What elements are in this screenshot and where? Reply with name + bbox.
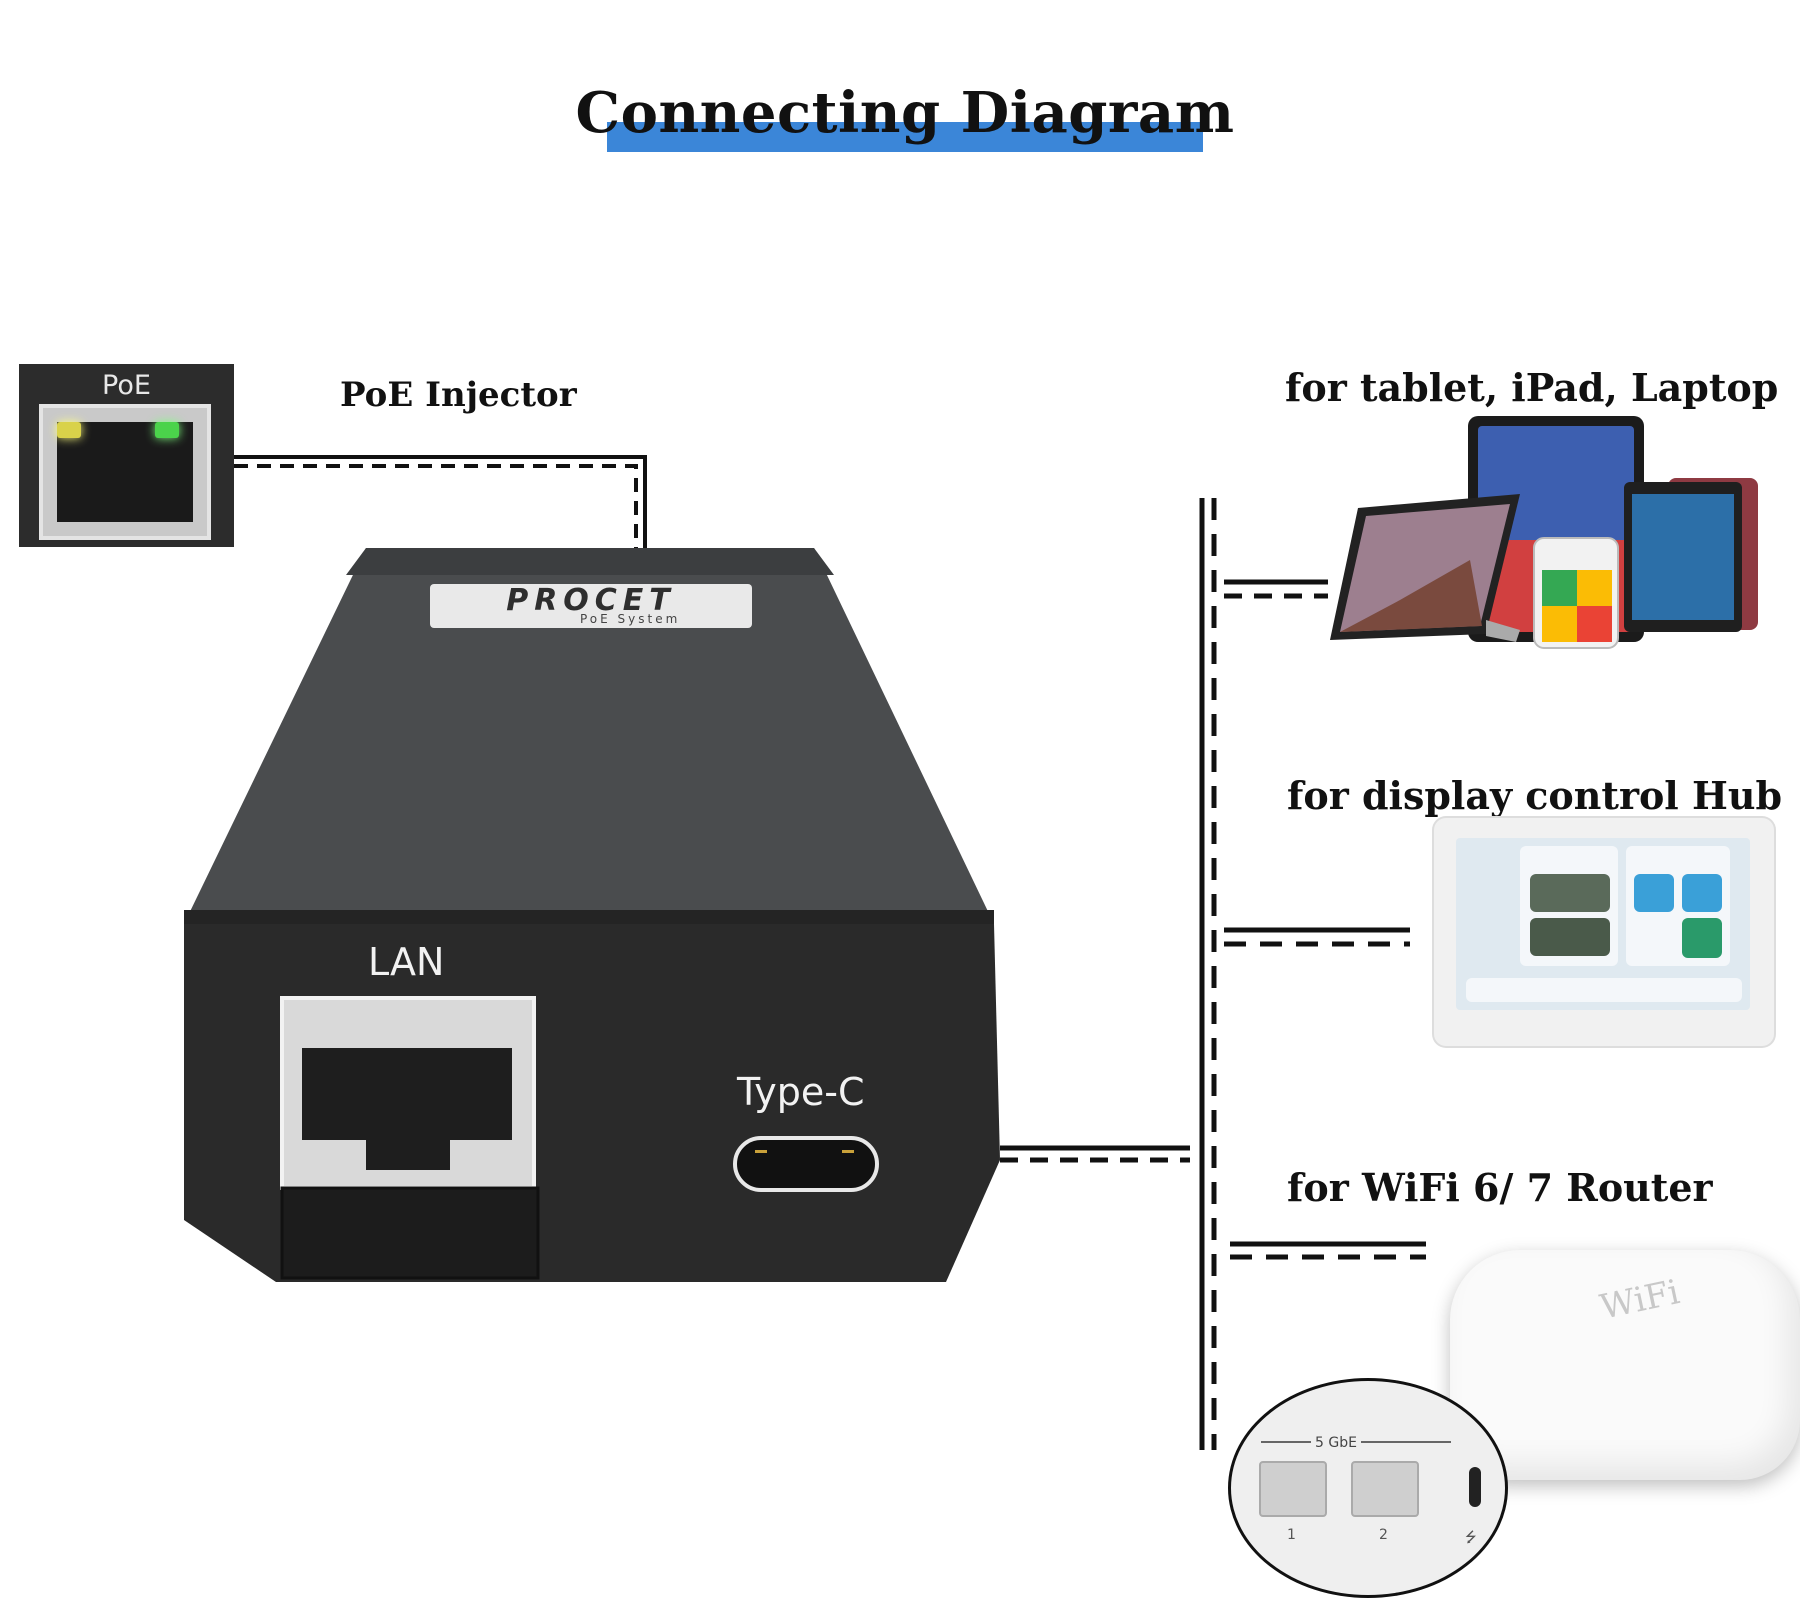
display-hub-illustration xyxy=(1434,818,1774,1046)
router-wifi-text: WiFi xyxy=(1596,1272,1683,1328)
tablet-label: for tablet, iPad, Laptop xyxy=(1285,365,1779,410)
vertical-bus-lines xyxy=(1199,498,1217,1450)
device-top-surface xyxy=(184,548,994,924)
router-usb-port xyxy=(1469,1467,1481,1507)
wifi-router-illustration: WiFi xyxy=(1450,1250,1800,1480)
led-yellow-icon xyxy=(57,422,81,438)
rj45-socket-cavity xyxy=(57,422,193,522)
poe-cable-lines xyxy=(234,455,647,548)
branch-lines xyxy=(1224,579,1426,1260)
brand-subtitle: PoE System xyxy=(580,612,681,626)
usb-icon: ⭍ xyxy=(1465,1530,1477,1546)
router-ethernet-port-1 xyxy=(1259,1461,1327,1517)
tablet-devices-illustration xyxy=(1330,416,1758,649)
typec-port xyxy=(733,1136,879,1192)
led-green-icon xyxy=(155,422,179,438)
lan-port xyxy=(280,996,540,1280)
hub-screen xyxy=(1456,838,1750,1010)
title-highlight-bar xyxy=(607,122,1203,152)
router-port-2-number: 2 xyxy=(1379,1527,1388,1543)
hub-label: for display control Hub xyxy=(1287,773,1783,818)
router-label: for WiFi 6/ 7 Router xyxy=(1287,1165,1713,1210)
rj45-socket-icon xyxy=(39,404,211,540)
poe-port-label: PoE xyxy=(102,370,151,401)
device-to-bus-lines xyxy=(1000,1145,1190,1163)
brand-plate: PROCET PoE System xyxy=(430,584,752,628)
router-ethernet-port-2 xyxy=(1351,1461,1419,1517)
poe-port-image: PoE xyxy=(19,364,234,547)
typec-label: Type-C xyxy=(737,1070,865,1114)
lan-label: LAN xyxy=(368,940,445,984)
page-title: Connecting Diagram xyxy=(575,80,1235,146)
router-gbe-label: 5 GbE xyxy=(1311,1435,1361,1451)
router-ports-closeup: 5 GbE 1 2 ⭍ xyxy=(1228,1378,1508,1598)
router-port-1-number: 1 xyxy=(1287,1527,1296,1543)
poe-injector-label: PoE Injector xyxy=(340,375,577,415)
brand-logo: PROCET xyxy=(506,583,676,618)
